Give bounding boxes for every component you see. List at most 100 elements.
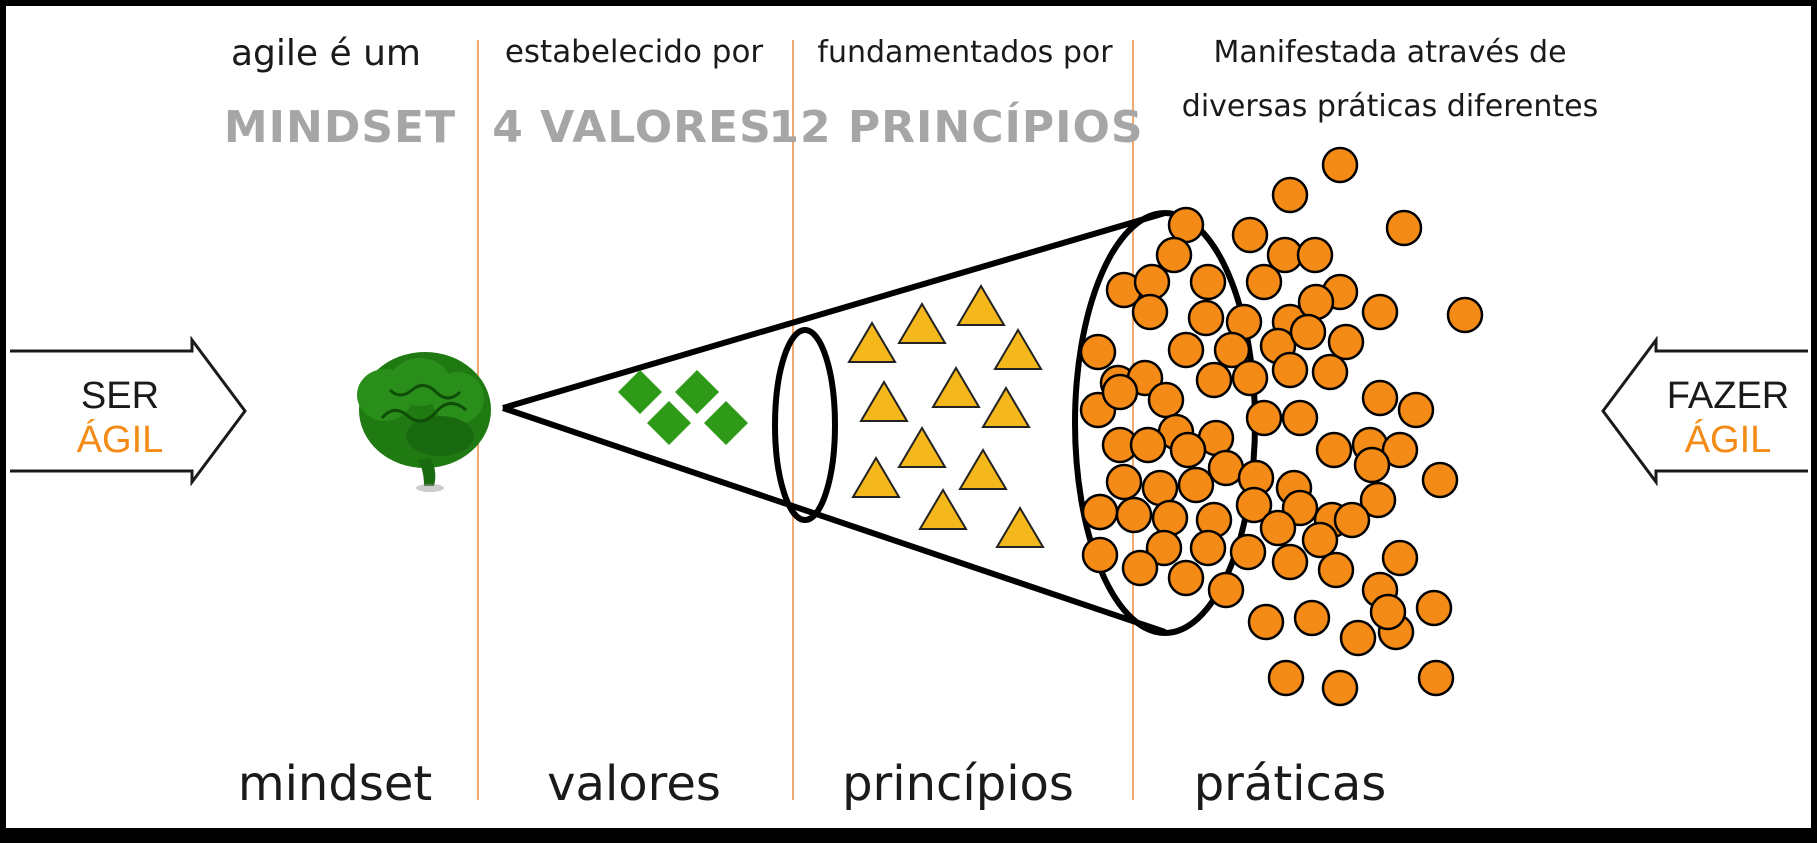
orange-dot-icon xyxy=(1321,669,1359,707)
orange-dot-icon xyxy=(1297,283,1335,321)
orange-dot-icon xyxy=(1177,466,1215,504)
orange-dot-icon xyxy=(1105,463,1143,501)
orange-dot-icon xyxy=(1131,293,1169,331)
header-col1-line1: agile é um xyxy=(231,33,421,74)
orange-dot-icon xyxy=(1195,361,1233,399)
orange-dot-icon xyxy=(1339,619,1377,657)
principios-triangles xyxy=(847,284,1045,548)
orange-dot-icon xyxy=(1247,603,1285,641)
fazer-agil-arrow: FAZER ÁGIL xyxy=(1601,335,1808,487)
orange-dot-icon xyxy=(1359,481,1397,519)
orange-dot-icon xyxy=(1369,593,1407,631)
orange-dot-icon xyxy=(1271,176,1309,214)
triangle-icon xyxy=(847,321,897,363)
orange-dot-icon xyxy=(1361,293,1399,331)
orange-dot-icon xyxy=(1115,496,1153,534)
triangle-icon xyxy=(931,366,981,408)
orange-dot-icon xyxy=(1167,331,1205,369)
triangle-icon xyxy=(897,426,947,468)
orange-dot-icon xyxy=(1446,296,1484,334)
header-col3-line1: fundamentados por xyxy=(817,35,1113,70)
orange-dot-icon xyxy=(1147,381,1185,419)
header-col4-line1: Manifestada através de xyxy=(1213,35,1566,70)
orange-dot-icon xyxy=(1235,486,1273,524)
orange-dot-icon xyxy=(1121,549,1159,587)
orange-dot-icon xyxy=(1315,431,1353,469)
orange-dot-icon xyxy=(1381,539,1419,577)
orange-dot-icon xyxy=(1231,359,1269,397)
orange-dot-icon xyxy=(1169,431,1207,469)
fazer-agil-label: ÁGIL xyxy=(1685,418,1772,461)
cone-inner-ring xyxy=(772,327,838,523)
funnel-cone xyxy=(502,210,1258,636)
praticas-dots xyxy=(1079,146,1484,707)
orange-dot-icon xyxy=(1311,353,1349,391)
orange-dot-icon xyxy=(1081,493,1119,531)
orange-dot-icon xyxy=(1296,236,1334,274)
footer-mindset: mindset xyxy=(238,756,432,812)
orange-dot-icon xyxy=(1145,529,1183,567)
orange-dot-icon xyxy=(1081,536,1119,574)
header-col2-line1: estabelecido por xyxy=(505,34,764,70)
orange-dot-icon xyxy=(1229,533,1267,571)
ser-agil-arrow: SER ÁGIL xyxy=(10,335,247,487)
orange-dot-icon xyxy=(1361,379,1399,417)
triangle-icon xyxy=(851,456,901,498)
valores-diamonds xyxy=(618,370,748,445)
orange-dot-icon xyxy=(1271,543,1309,581)
orange-dot-icon xyxy=(1079,333,1117,371)
orange-dot-icon xyxy=(1301,521,1339,559)
orange-dot-icon xyxy=(1417,659,1455,697)
ser-agil-label: ÁGIL xyxy=(77,418,164,461)
orange-dot-icon xyxy=(1245,263,1283,301)
orange-dot-icon xyxy=(1327,323,1365,361)
footer-valores: valores xyxy=(547,756,721,812)
header-col1-line2: MINDSET xyxy=(224,102,456,153)
orange-dot-icon xyxy=(1259,509,1297,547)
orange-dot-icon xyxy=(1213,331,1251,369)
orange-dot-icon xyxy=(1317,551,1355,589)
canvas-background xyxy=(6,6,1811,828)
diamond-icon xyxy=(618,370,662,414)
orange-dot-icon xyxy=(1385,209,1423,247)
orange-dot-icon xyxy=(1353,446,1391,484)
ser-label: SER xyxy=(81,375,159,417)
orange-dot-icon xyxy=(1421,461,1459,499)
footer-praticas: práticas xyxy=(1194,756,1387,812)
orange-dot-icon xyxy=(1333,501,1371,539)
triangle-icon xyxy=(993,328,1043,370)
fazer-label: FAZER xyxy=(1667,375,1789,417)
orange-dot-icon xyxy=(1167,559,1205,597)
orange-dot-icon xyxy=(1415,589,1453,627)
orange-dot-icon xyxy=(1189,263,1227,301)
orange-dot-icon xyxy=(1289,313,1327,351)
orange-dot-icon xyxy=(1245,399,1283,437)
orange-dot-icon xyxy=(1321,146,1359,184)
orange-dot-icon xyxy=(1151,499,1189,537)
triangle-icon xyxy=(897,302,947,344)
orange-dot-icon xyxy=(1271,351,1309,389)
triangle-icon xyxy=(859,380,909,422)
orange-dot-icon xyxy=(1101,373,1139,411)
diamond-icon xyxy=(675,370,719,414)
orange-dot-icon xyxy=(1397,391,1435,429)
orange-dot-icon xyxy=(1267,659,1305,697)
footer-principios: princípios xyxy=(842,756,1074,812)
diamond-icon xyxy=(647,401,691,445)
brain-icon xyxy=(357,352,491,492)
triangle-icon xyxy=(981,386,1031,428)
header-col4-line2: diversas práticas diferentes xyxy=(1182,89,1598,124)
triangle-icon xyxy=(995,506,1045,548)
triangle-icon xyxy=(958,448,1008,490)
triangle-icon xyxy=(956,284,1006,326)
orange-dot-icon xyxy=(1293,599,1331,637)
diamond-icon xyxy=(704,401,748,445)
orange-dot-icon xyxy=(1381,431,1419,469)
orange-dot-icon xyxy=(1187,299,1225,337)
triangle-icon xyxy=(918,488,968,530)
orange-dot-icon xyxy=(1129,426,1167,464)
header-col3-line2: 12 PRINCÍPIOS xyxy=(768,100,1143,153)
orange-dot-icon xyxy=(1207,571,1245,609)
orange-dot-icon xyxy=(1155,236,1193,274)
